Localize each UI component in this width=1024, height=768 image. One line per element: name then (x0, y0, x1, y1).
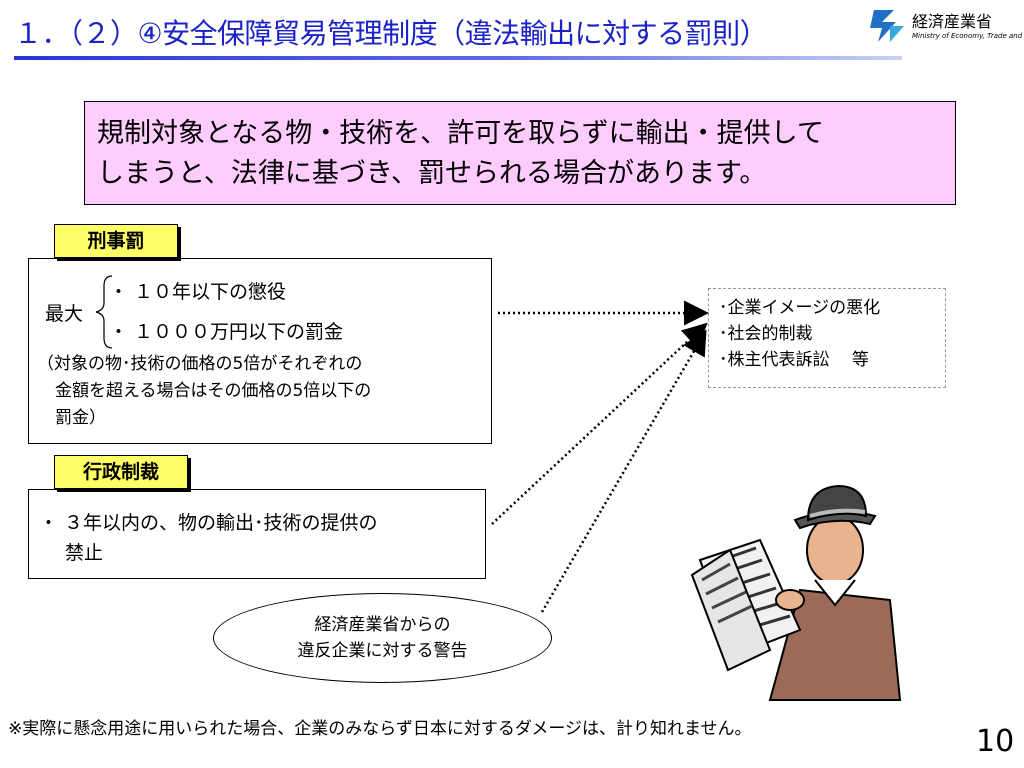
consequence-item: ･株主代表訴訟 等 (719, 350, 869, 370)
criminal-note-line-2: 金額を超える場合はその価格の5倍以下の (55, 381, 372, 401)
administrative-sanction-tag: 行政制裁 (54, 455, 188, 489)
max-label: 最大 (45, 303, 84, 325)
man-reading-newspaper-icon (690, 484, 902, 701)
arrow-administrative (491, 322, 708, 525)
consequences-box: ･企業イメージの悪化 ･社会的制裁 ･株主代表訴訟 等 (708, 288, 946, 388)
warning-ellipse: 経済産業省からの 違反企業に対する警告 (213, 593, 552, 683)
administrative-item-line-1: ・ ３年以内の、物の輸出･技術の提供の (39, 512, 378, 534)
criminal-penalty-tag: 刑事罰 (54, 224, 178, 258)
administrative-item-line-2: 禁止 (65, 542, 104, 564)
arrow-warning (540, 329, 707, 613)
logo-subtitle: Ministry of Economy, Trade and Industry (912, 32, 1024, 40)
warning-line-2: 違反企業に対する警告 (297, 641, 468, 661)
consequence-item: ･社会的制裁 (719, 324, 813, 344)
consequence-item: ･企業イメージの悪化 (719, 298, 881, 318)
criminal-penalty-box: 最大 ・ １０年以下の懲役 ・ １０００万円以下の罰金 （対象の物･技術の価格の… (28, 258, 492, 444)
criminal-item-prison: ・ １０年以下の懲役 (109, 281, 287, 303)
page-title: １．（２）④安全保障貿易管理制度（違法輸出に対する罰則） (14, 17, 768, 50)
criminal-note-line-3: 罰金） (55, 408, 106, 428)
brace (95, 275, 113, 349)
criminal-note-line-1: （対象の物･技術の価格の5倍がそれぞれの (37, 354, 363, 374)
criminal-item-fine: ・ １０００万円以下の罰金 (109, 321, 344, 343)
summary-line-2: しまうと、法律に基づき、罰せられる場合があります。 (97, 158, 767, 189)
summary-box: 規制対象となる物・技術を、許可を取らずに輸出・提供して しまうと、法律に基づき、… (84, 101, 956, 205)
administrative-sanction-box: ・ ３年以内の、物の輸出･技術の提供の 禁止 (28, 489, 486, 579)
criminal-note: （対象の物･技術の価格の5倍がそれぞれの 金額を超える場合はその価格の5倍以下の… (37, 351, 487, 432)
footnote: ※実際に懸念用途に用いられた場合、企業のみならず日本に対するダメージは、計り知れ… (8, 719, 752, 739)
logo-name: 経済産業省 (912, 12, 993, 31)
warning-line-1: 経済産業省からの (314, 615, 451, 635)
title-underline (14, 56, 902, 60)
meti-logo: 経済産業省 Ministry of Economy, Trade and Ind… (868, 4, 1024, 52)
summary-line-1: 規制対象となる物・技術を、許可を取らずに輸出・提供して (97, 118, 824, 149)
meti-logo-icon (870, 10, 904, 42)
page-number: 10 (976, 724, 1015, 759)
